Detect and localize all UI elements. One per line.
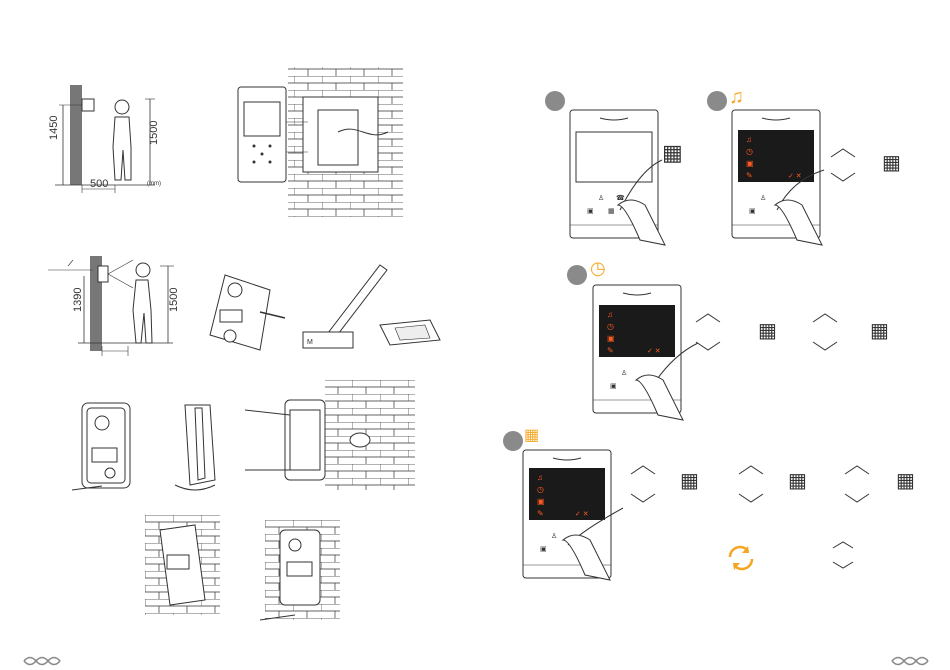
monitor-height-label: 1450 xyxy=(48,116,60,140)
step4-circle xyxy=(503,431,523,451)
unit-label: (mm) xyxy=(147,181,161,187)
monitor-distance-label: 500 xyxy=(90,178,108,190)
door-station-person-height-label: 1500 xyxy=(168,288,180,312)
step2-circle xyxy=(707,91,727,111)
door-station-height-label: 1390 xyxy=(72,288,84,312)
svg-text:◷: ◷ xyxy=(607,322,614,331)
door-station-front xyxy=(72,398,142,508)
step3-chevrons-b xyxy=(810,310,850,355)
svg-text:♙: ♙ xyxy=(760,194,766,202)
calendar-icon: ▦ xyxy=(524,425,539,445)
door-station-brick-final-1 xyxy=(145,515,225,615)
step4-chevrons-b xyxy=(736,462,776,507)
refresh-icon xyxy=(726,543,756,573)
door-station-screw-diagram xyxy=(205,270,295,355)
svg-text:◷: ◷ xyxy=(537,485,544,494)
monitor-person-height-label: 1500 xyxy=(148,121,160,145)
svg-text:▣: ▣ xyxy=(607,334,615,343)
step4-chevrons-c xyxy=(842,462,882,507)
step4-menu-icon-a: ▦ xyxy=(680,468,699,493)
svg-text:M: M xyxy=(307,339,313,346)
step1-menu-icon: ▦ xyxy=(662,140,683,166)
svg-text:▣: ▣ xyxy=(540,546,547,553)
door-station-side xyxy=(170,400,230,510)
svg-text:◷: ◷ xyxy=(746,147,753,156)
door-station-wall-mount xyxy=(240,380,420,495)
step3-chevrons-a xyxy=(693,310,733,355)
sticker-diagram xyxy=(375,310,445,350)
clock-icon: ◷ xyxy=(590,258,606,279)
svg-text:✎: ✎ xyxy=(746,171,753,180)
svg-text:▣: ▣ xyxy=(610,383,617,390)
svg-text:☎: ☎ xyxy=(616,194,625,202)
svg-text:♙: ♙ xyxy=(598,194,604,202)
door-station-height-diagram xyxy=(48,248,188,358)
svg-text:♙: ♙ xyxy=(551,532,557,540)
footer-ornament-left xyxy=(22,654,62,668)
svg-text:✓ ✕: ✓ ✕ xyxy=(647,348,661,355)
svg-text:✓ ✕: ✓ ✕ xyxy=(788,173,802,180)
door-station-brick-final-2 xyxy=(265,520,345,620)
svg-text:▣: ▣ xyxy=(537,497,545,506)
svg-text:♫: ♫ xyxy=(746,135,752,144)
svg-text:✎: ✎ xyxy=(607,346,614,355)
step2-chevrons xyxy=(828,145,868,185)
step3-menu-icon-b: ▦ xyxy=(870,318,889,343)
step4-menu-icon-c: ▦ xyxy=(896,468,915,493)
svg-text:♫: ♫ xyxy=(537,473,543,482)
step3-menu-icon-a: ▦ xyxy=(758,318,777,343)
svg-text:▣: ▣ xyxy=(749,208,756,215)
footer-ornament-right xyxy=(890,654,930,668)
svg-text:▣: ▣ xyxy=(587,208,594,215)
svg-text:♙: ♙ xyxy=(621,369,627,377)
svg-text:✓ ✕: ✓ ✕ xyxy=(575,511,589,518)
step4-menu-icon-b: ▦ xyxy=(788,468,807,493)
svg-text:▣: ▣ xyxy=(746,159,754,168)
step4-monitor: ♫ ◷ ▣ ✎ ✓ ✕ ♙ ▣ xyxy=(523,450,643,585)
svg-text:♫: ♫ xyxy=(607,310,613,319)
monitor-height-diagram xyxy=(55,85,185,205)
final-chevrons xyxy=(830,538,860,578)
step2-menu-icon: ▦ xyxy=(882,150,901,175)
step1-circle xyxy=(545,91,565,111)
svg-text:✎: ✎ xyxy=(537,509,544,518)
music-note-icon: ♫ xyxy=(729,86,744,109)
step1-monitor: ♙ ☎ ▣ ▦ xyxy=(570,110,690,245)
step3-circle xyxy=(567,265,587,285)
monitor-wall-mount-diagram xyxy=(238,62,408,222)
svg-text:▦: ▦ xyxy=(608,208,615,215)
step4-chevrons-a xyxy=(628,462,668,507)
